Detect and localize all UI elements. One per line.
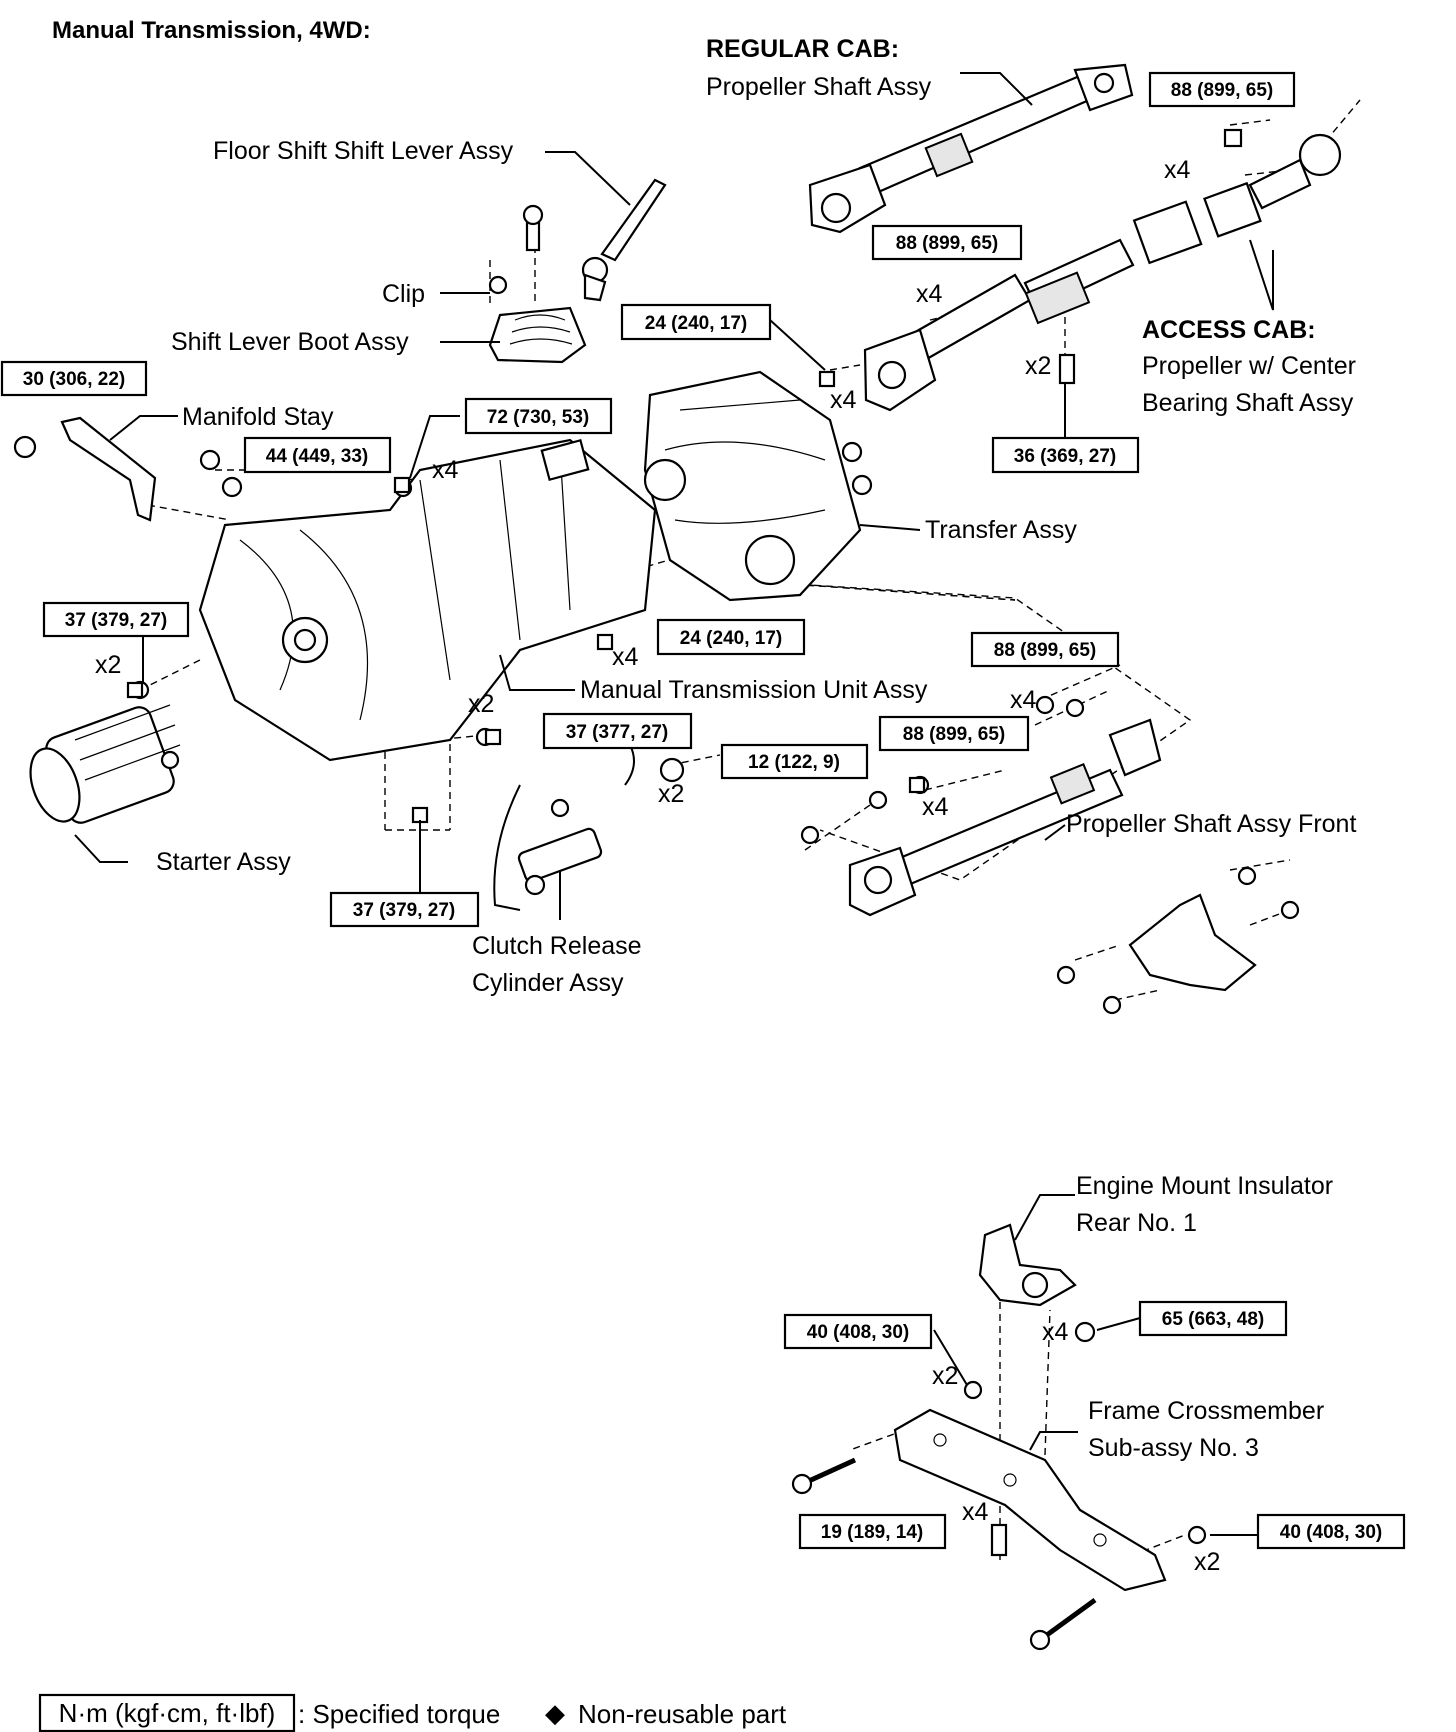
torque-box: 24 (240, 17): [656, 618, 806, 656]
torque-box: 88 (899, 65): [970, 631, 1120, 668]
label-propeller-shaft-assy: Propeller Shaft Assy: [706, 73, 932, 101]
svg-text:37 (379, 27): 37 (379, 27): [65, 610, 167, 631]
label-propeller-shaft-front: Propeller Shaft Assy Front: [1066, 810, 1356, 838]
qty-marker: x4: [916, 280, 943, 308]
qty-marker: x4: [830, 386, 857, 414]
svg-text:88 (899, 65): 88 (899, 65): [994, 640, 1096, 661]
label-clutch-release-line2: Cylinder Assy: [472, 969, 624, 997]
label-frame-crossmember-line1: Frame Crossmember: [1088, 1397, 1324, 1425]
qty-marker: x4: [1042, 1318, 1069, 1346]
qty-marker: x4: [612, 643, 639, 671]
label-center-bearing-line1: Propeller w/ Center: [1142, 352, 1356, 380]
label-floor-shift-lever: Floor Shift Shift Lever Assy: [213, 137, 514, 165]
svg-text:72 (730, 53): 72 (730, 53): [487, 407, 589, 428]
torque-box: 65 (663, 48): [1138, 1300, 1288, 1337]
torque-box: 30 (306, 22): [0, 360, 148, 397]
label-engine-mount-line1: Engine Mount Insulator: [1076, 1172, 1333, 1200]
qty-marker: x2: [95, 651, 121, 679]
label-shift-lever-boot: Shift Lever Boot Assy: [171, 328, 409, 356]
label-frame-crossmember-line2: Sub-assy No. 3: [1088, 1434, 1259, 1462]
transfer-case-part: [643, 370, 873, 602]
svg-text:65 (663, 48): 65 (663, 48): [1162, 1309, 1264, 1330]
legend-nonreusable-description: Non-reusable part: [578, 1699, 787, 1729]
qty-marker: x2: [1025, 352, 1051, 380]
leader-lines: [74, 72, 1274, 1536]
regular-cab-propeller-shaft: [808, 63, 1134, 234]
label-clutch-release-line1: Clutch Release: [472, 932, 642, 960]
diagram-title: Manual Transmission, 4WD:: [52, 17, 371, 44]
transfer-bracket-part: [1056, 866, 1300, 1015]
quantity-markers: x4 x4 x4 x2 x4 x2 x4 x2 x4 x2 x4 x2 x4 x…: [95, 156, 1220, 1576]
torque-box: 24 (240, 17): [620, 303, 772, 341]
engine-mount-insulator: [978, 1223, 1096, 1343]
torque-box: 40 (408, 30): [783, 1313, 933, 1350]
svg-text:88 (899, 65): 88 (899, 65): [896, 233, 998, 254]
floor-shift-lever: [522, 178, 667, 302]
svg-text:30 (306, 22): 30 (306, 22): [23, 369, 125, 390]
torque-box: 19 (189, 14): [798, 1513, 947, 1550]
svg-text:19 (189, 14): 19 (189, 14): [821, 1522, 923, 1543]
label-clip: Clip: [382, 280, 425, 308]
manual-transmission-housing: [198, 438, 657, 762]
torque-box: 72 (730, 53): [464, 397, 613, 435]
qty-marker: x2: [1194, 1548, 1220, 1576]
label-transfer-assy: Transfer Assy: [925, 516, 1077, 544]
torque-box: 12 (122, 9): [720, 743, 869, 780]
label-access-cab: ACCESS CAB:: [1142, 316, 1316, 344]
part-labels: REGULAR CAB: Propeller Shaft Assy Floor …: [156, 35, 1356, 1462]
access-cab-propeller-shaft: [863, 133, 1342, 412]
qty-marker: x4: [962, 1498, 989, 1526]
torque-box: 40 (408, 30): [1256, 1513, 1406, 1550]
svg-text:88 (899, 65): 88 (899, 65): [903, 724, 1005, 745]
qty-marker: x4: [1010, 686, 1037, 714]
label-regular-cab: REGULAR CAB:: [706, 35, 899, 63]
frame-crossmember: [791, 1380, 1207, 1651]
svg-text:88 (899, 65): 88 (899, 65): [1171, 80, 1273, 101]
torque-box: 36 (369, 27): [991, 436, 1140, 474]
qty-marker: x4: [1164, 156, 1191, 184]
svg-text:44 (449, 33): 44 (449, 33): [266, 446, 368, 467]
legend-unit-description: : Specified torque: [298, 1699, 500, 1729]
torque-box: 88 (899, 65): [871, 224, 1023, 261]
svg-text:24 (240, 17): 24 (240, 17): [680, 628, 782, 649]
legend-unit: N·m (kgf·cm, ft·lbf): [59, 1698, 276, 1728]
torque-box: 37 (379, 27): [329, 891, 480, 928]
svg-text:40 (408, 30): 40 (408, 30): [1280, 1522, 1382, 1543]
torque-box: 44 (449, 33): [243, 436, 392, 474]
shift-lever-boot: [488, 275, 587, 364]
qty-marker: x4: [432, 456, 459, 484]
legend: N·m (kgf·cm, ft·lbf) : Specified torque …: [38, 1693, 787, 1732]
label-manual-transmission-unit: Manual Transmission Unit Assy: [580, 676, 928, 704]
svg-text:37 (379, 27): 37 (379, 27): [353, 900, 455, 921]
qty-marker: x2: [468, 690, 494, 718]
qty-marker: x4: [922, 793, 949, 821]
svg-text:36 (369, 27): 36 (369, 27): [1014, 446, 1116, 467]
qty-marker: x2: [932, 1362, 958, 1390]
svg-text:37 (377, 27): 37 (377, 27): [566, 722, 668, 743]
torque-box: 88 (899, 65): [1148, 71, 1296, 108]
starter-motor-part: [29, 680, 181, 824]
bolts: [126, 128, 1243, 824]
svg-text:12 (122, 9): 12 (122, 9): [748, 752, 840, 773]
torque-box: 37 (379, 27): [42, 601, 190, 638]
manifold-stay-part: [13, 416, 243, 522]
torque-specifications: 88 (899, 65) 88 (899, 65) 24 (240, 17) 3…: [0, 71, 1406, 1550]
torque-box: 88 (899, 65): [878, 715, 1030, 752]
qty-marker: x2: [658, 780, 684, 808]
front-propeller-shaft: [800, 695, 1162, 917]
clutch-release-cylinder: [475, 727, 685, 911]
label-center-bearing-line2: Bearing Shaft Assy: [1142, 389, 1354, 417]
label-manifold-stay: Manifold Stay: [182, 403, 334, 431]
svg-text:40 (408, 30): 40 (408, 30): [807, 1322, 909, 1343]
label-starter-assy: Starter Assy: [156, 848, 291, 876]
label-engine-mount-line2: Rear No. 1: [1076, 1209, 1197, 1237]
svg-text:24 (240, 17): 24 (240, 17): [645, 313, 747, 334]
torque-box: 37 (377, 27): [542, 712, 693, 750]
legend-nonreusable-icon: ◆: [545, 1698, 565, 1728]
